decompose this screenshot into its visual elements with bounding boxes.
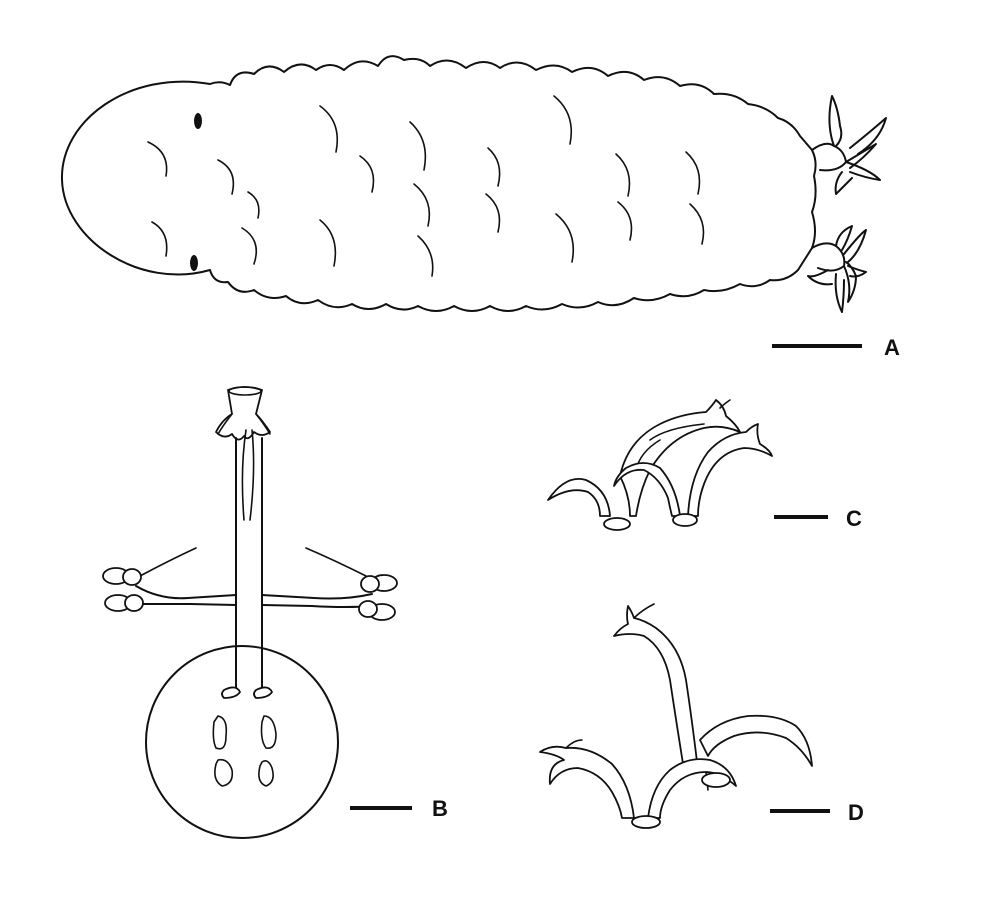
claw-d-internal <box>647 758 737 819</box>
stylet-support-left <box>135 585 237 600</box>
eyespot-left <box>194 113 202 129</box>
macroplacoid-1-left <box>212 715 228 750</box>
hind-leg-lower <box>807 225 867 313</box>
claw-d-base-1 <box>631 815 661 829</box>
claw-c-secondary-branch <box>687 423 773 517</box>
claw-d-primary-branch <box>613 605 699 771</box>
body-outline <box>60 55 817 312</box>
claw-d-secondary-branch <box>699 714 813 767</box>
panel-label-b: B <box>432 796 448 821</box>
claw-c-external <box>547 478 611 517</box>
claw-d-base-2 <box>701 772 731 788</box>
panel-c-claws: C <box>547 399 862 531</box>
claw-c-primary-branch <box>619 399 741 517</box>
pharyngeal-bulb <box>145 645 339 839</box>
hind-leg-upper <box>811 95 887 195</box>
macroplacoid-2-right <box>258 760 274 787</box>
claw-c-base-2 <box>672 513 698 527</box>
panel-a-habitus: A <box>60 55 900 360</box>
panel-d-claws: D <box>539 603 864 829</box>
mouth-opening <box>228 386 262 396</box>
panel-label-a: A <box>884 335 900 360</box>
buccal-tube <box>235 437 263 691</box>
eyespot-right <box>190 255 198 271</box>
macroplacoid-1-right <box>260 715 277 750</box>
apophysis-left <box>221 686 241 699</box>
stylet-support-right <box>261 593 373 600</box>
panel-label-d: D <box>848 800 864 825</box>
dorsal-sculpture <box>147 95 705 277</box>
apophysis-right <box>253 686 273 699</box>
panel-label-c: C <box>846 506 862 531</box>
claw-c-internal <box>613 462 681 517</box>
macroplacoid-2-left <box>214 758 234 787</box>
claw-c-base-1 <box>603 517 631 531</box>
claw-d-external <box>539 745 635 819</box>
panel-b-buccal-apparatus: B <box>102 386 448 839</box>
